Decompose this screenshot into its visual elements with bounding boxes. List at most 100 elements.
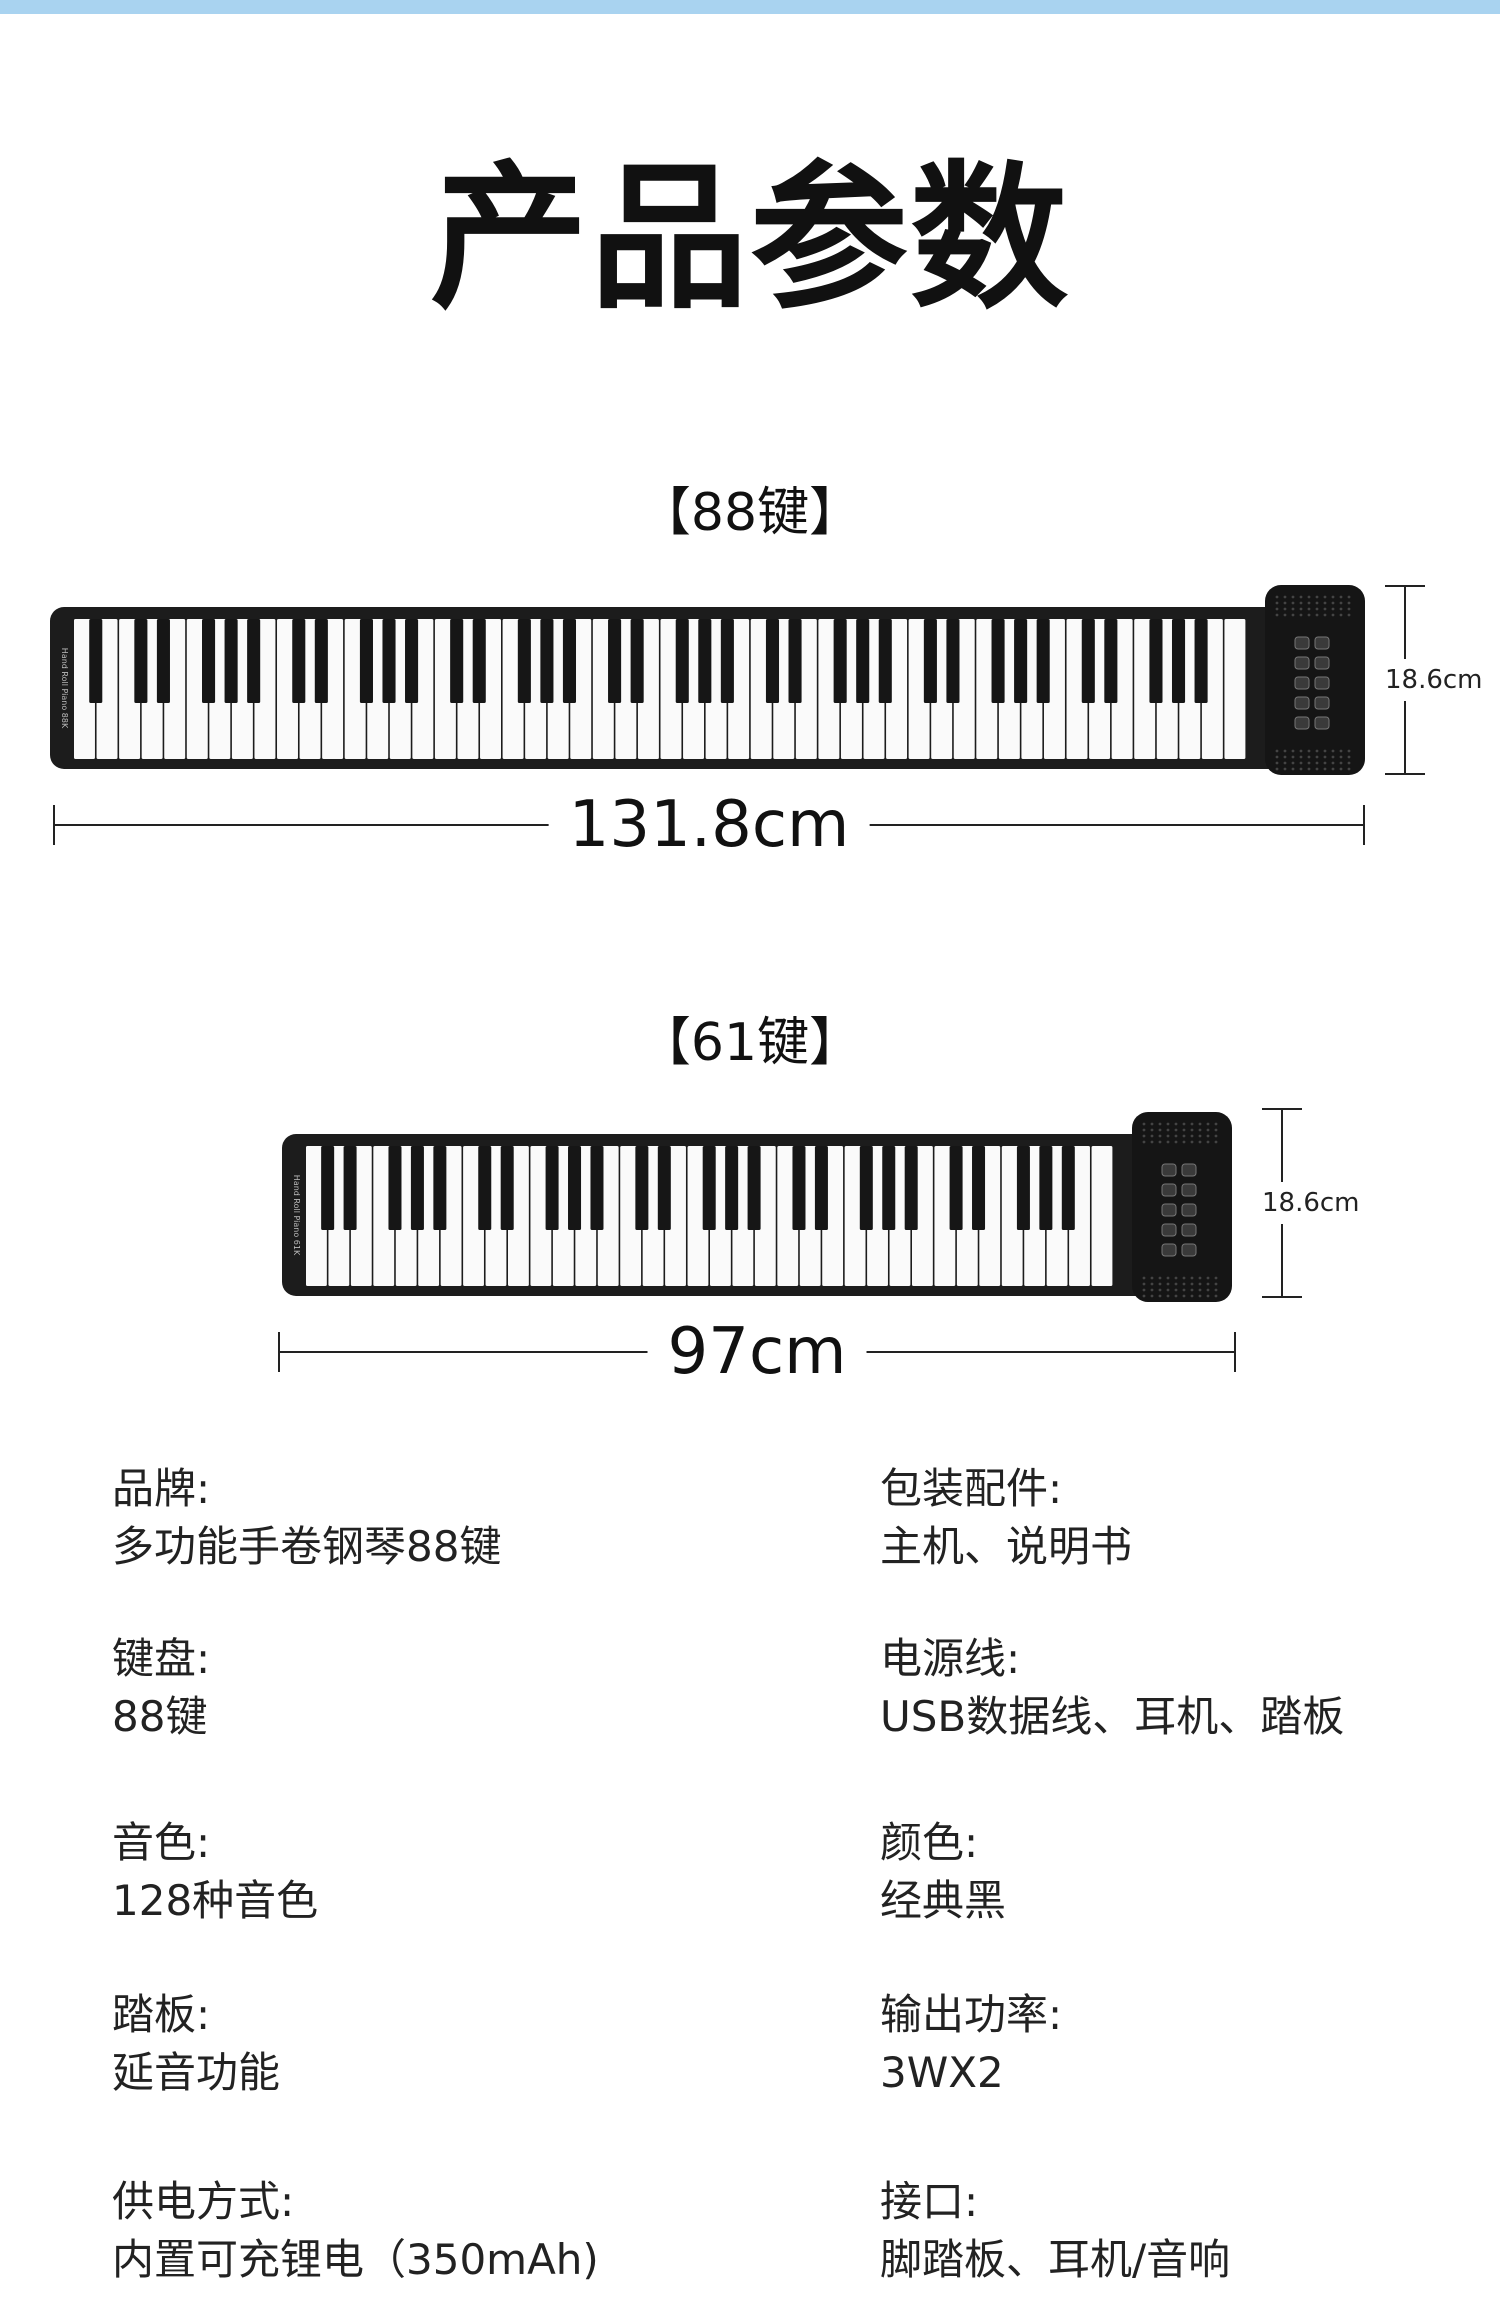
speaker-grill-dot bbox=[1166, 1288, 1170, 1292]
black-key bbox=[765, 619, 780, 703]
speaker-grill-dot bbox=[1307, 761, 1311, 765]
speaker-grill-dot bbox=[1331, 595, 1335, 599]
speaker-grill-dot bbox=[1347, 595, 1351, 599]
control-button-icon bbox=[1314, 696, 1330, 710]
speaker-grill-dot bbox=[1198, 1134, 1202, 1138]
black-key bbox=[1194, 619, 1208, 703]
white-key bbox=[1224, 619, 1246, 759]
speaker-grill-dot bbox=[1299, 607, 1303, 611]
control-button-icon bbox=[1161, 1183, 1177, 1197]
speaker-grill-dot bbox=[1323, 761, 1327, 765]
speaker-grill-dot bbox=[1198, 1128, 1202, 1132]
speaker-grill-dot bbox=[1142, 1128, 1146, 1132]
white-key bbox=[1091, 1146, 1113, 1286]
spec-output-power: 输出功率: 3WX2 bbox=[880, 1986, 1500, 2102]
speaker-grill-dot bbox=[1206, 1134, 1210, 1138]
speaker-grill-dot bbox=[1291, 755, 1295, 759]
piano-88-image: Hand Roll Piano 88K bbox=[50, 585, 1365, 775]
speaker-grill-dot bbox=[1214, 1122, 1218, 1126]
black-key bbox=[675, 619, 689, 703]
black-key bbox=[545, 1146, 559, 1230]
speaker-grill-dot bbox=[1158, 1288, 1162, 1292]
spec-value: 88键 bbox=[112, 1692, 208, 1741]
speaker-grill-dot bbox=[1315, 601, 1319, 605]
control-button-icon bbox=[1181, 1203, 1197, 1217]
speaker-grill-dot bbox=[1291, 607, 1295, 611]
black-key bbox=[882, 1146, 896, 1230]
spec-pedal: 踏板: 延音功能 bbox=[112, 1986, 792, 2102]
speaker-grill-dot bbox=[1150, 1288, 1154, 1292]
black-key bbox=[949, 1146, 963, 1230]
speaker-grill-dot bbox=[1150, 1140, 1154, 1144]
speaker-grill-dot bbox=[1339, 601, 1343, 605]
variant-label-88: 【88键】 bbox=[638, 483, 862, 543]
speaker-grill-dot bbox=[1182, 1288, 1186, 1292]
speaker-grill-dot bbox=[1331, 755, 1335, 759]
control-button-icon bbox=[1314, 716, 1330, 730]
black-key bbox=[991, 619, 1005, 703]
piano-61-image: Hand Roll Piano 61K bbox=[282, 1112, 1232, 1302]
speaker-grill-dot bbox=[1182, 1134, 1186, 1138]
black-key bbox=[202, 619, 216, 703]
speaker-grill-dot bbox=[1166, 1282, 1170, 1286]
spec-brand: 品牌: 多功能手卷钢琴88键 bbox=[112, 1460, 792, 1576]
black-key bbox=[635, 1146, 649, 1230]
black-key bbox=[472, 619, 486, 703]
speaker-grill-dot bbox=[1166, 1140, 1170, 1144]
black-key bbox=[540, 619, 554, 703]
speaker-grill-dot bbox=[1190, 1282, 1194, 1286]
speaker-grill-dot bbox=[1315, 607, 1319, 611]
black-key bbox=[878, 619, 892, 703]
speaker-grill-dot bbox=[1307, 613, 1311, 617]
control-button-icon bbox=[1314, 676, 1330, 690]
speaker-grill-dot bbox=[1158, 1294, 1162, 1298]
spec-label: 供电方式: bbox=[112, 2177, 295, 2226]
black-key bbox=[450, 619, 464, 703]
speaker-grill-dot bbox=[1182, 1128, 1186, 1132]
speaker-grill-dot bbox=[1142, 1294, 1146, 1298]
height-label-61: 18.6cm bbox=[1262, 1182, 1360, 1224]
speaker-grill-dot bbox=[1182, 1140, 1186, 1144]
speaker-grill-dot bbox=[1307, 755, 1311, 759]
speaker-grill-dot bbox=[1339, 761, 1343, 765]
height-dimension-61: 18.6cm bbox=[1262, 1108, 1360, 1298]
speaker-grill-dot bbox=[1299, 601, 1303, 605]
spec-label: 包装配件: bbox=[880, 1464, 1063, 1513]
speaker-grill-dot bbox=[1275, 613, 1279, 617]
speaker-grill-dot bbox=[1331, 613, 1335, 617]
black-key bbox=[657, 1146, 671, 1230]
black-key bbox=[859, 1146, 873, 1230]
black-key bbox=[134, 619, 148, 703]
speaker-grill-dot bbox=[1339, 607, 1343, 611]
speaker-grill-dot bbox=[1347, 749, 1351, 753]
black-key bbox=[433, 1146, 447, 1230]
black-key bbox=[1104, 619, 1118, 703]
speaker-grill-dot bbox=[1174, 1122, 1178, 1126]
black-key bbox=[517, 619, 531, 703]
speaker-grill-dot bbox=[1307, 601, 1311, 605]
speaker-grill-dot bbox=[1299, 613, 1303, 617]
spec-value: 主机、说明书 bbox=[880, 1522, 1133, 1571]
spec-label: 颜色: bbox=[880, 1818, 979, 1867]
black-key bbox=[382, 619, 396, 703]
black-key bbox=[1081, 619, 1095, 703]
speaker-grill-dot bbox=[1283, 767, 1287, 771]
speaker-grill-dot bbox=[1347, 755, 1351, 759]
control-button-icon bbox=[1181, 1243, 1197, 1257]
black-key bbox=[478, 1146, 492, 1230]
speaker-grill-dot bbox=[1323, 595, 1327, 599]
spec-label: 踏板: bbox=[112, 1990, 211, 2039]
speaker-grill-dot bbox=[1347, 761, 1351, 765]
black-key bbox=[972, 1146, 986, 1230]
spec-interface: 接口: 脚踏板、耳机/音响 bbox=[880, 2173, 1500, 2289]
speaker-grill-dot bbox=[1331, 761, 1335, 765]
speaker-grill-dot bbox=[1323, 755, 1327, 759]
speaker-grill-dot bbox=[1206, 1294, 1210, 1298]
speaker-grill-dot bbox=[1150, 1134, 1154, 1138]
spec-value: 3WX2 bbox=[880, 2048, 1004, 2097]
spec-value: 128种音色 bbox=[112, 1876, 319, 1925]
speaker-grill-dot bbox=[1339, 613, 1343, 617]
speaker-grill-dot bbox=[1307, 595, 1311, 599]
speaker-grill-dot bbox=[1190, 1294, 1194, 1298]
brand-print: Hand Roll Piano 61K bbox=[292, 1175, 301, 1256]
